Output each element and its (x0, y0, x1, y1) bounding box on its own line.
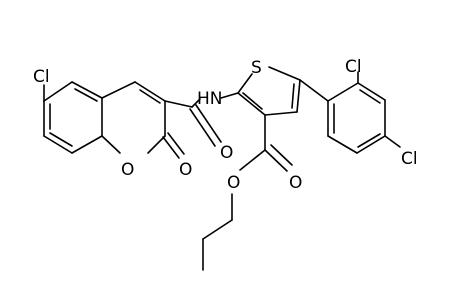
bond (237, 92, 266, 116)
bond (327, 82, 359, 102)
ester-carbonyl-bond (270, 144, 293, 166)
bond (134, 81, 166, 102)
lactone-carbonyl-bond (167, 132, 185, 155)
ester-carbonyl-oxygen-label: O (289, 173, 302, 193)
double-bond-inner (74, 88, 98, 102)
sulfur-atom-label: S (251, 58, 262, 78)
bond (268, 66, 301, 81)
double-bond-inner (357, 133, 381, 148)
amide-carbonyl-bond (189, 108, 216, 147)
bond (327, 135, 358, 154)
bond (71, 81, 103, 99)
propyl-bond (202, 219, 233, 240)
bond (101, 81, 136, 99)
dichlorophenyl-ring (327, 82, 386, 154)
bond-thiophene-to-phenyl (299, 79, 329, 102)
chromene-benzene-ring (43, 81, 103, 154)
chromene-pyranone-ring (101, 81, 166, 154)
bond (264, 111, 298, 116)
double-bond-inner (242, 92, 263, 110)
amide-oxygen-label: O (220, 143, 233, 163)
bond-carbonyl-to-nh (191, 98, 201, 108)
bond-ring-to-carbonyl (164, 100, 193, 108)
bond (43, 135, 73, 154)
double-bond-inner (291, 83, 295, 109)
ester-alkoxy-oxygen-label: O (227, 173, 240, 193)
ester-carbonyl-bond (264, 149, 288, 172)
bond (237, 73, 253, 94)
double-bond-inner (49, 132, 73, 147)
lactone-carbonyl-bond (162, 136, 180, 159)
bond (147, 135, 166, 154)
bond (356, 135, 386, 154)
ortho-chlorine-label: Cl (345, 57, 362, 77)
double-bond-inner (359, 89, 381, 104)
ring-oxygen-label: O (121, 160, 134, 180)
thiophene-ring (237, 66, 301, 116)
double-bond-inner (139, 89, 161, 104)
nh-label: HN (197, 89, 223, 109)
bond-nh-to-thiophene (220, 92, 239, 99)
chlorine-atom-label: Cl (33, 67, 50, 87)
bond-carbonyl-to-alkoxy-o (239, 149, 266, 171)
amide-carbonyl-bond (195, 104, 222, 143)
bond-to-para-chlorine (384, 135, 401, 148)
para-chlorine-label: Cl (401, 149, 418, 169)
bond (101, 135, 121, 154)
bond (43, 81, 73, 102)
lactone-oxygen-label: O (179, 160, 192, 180)
bond (357, 82, 386, 101)
bond (296, 79, 301, 113)
bond (71, 135, 103, 154)
